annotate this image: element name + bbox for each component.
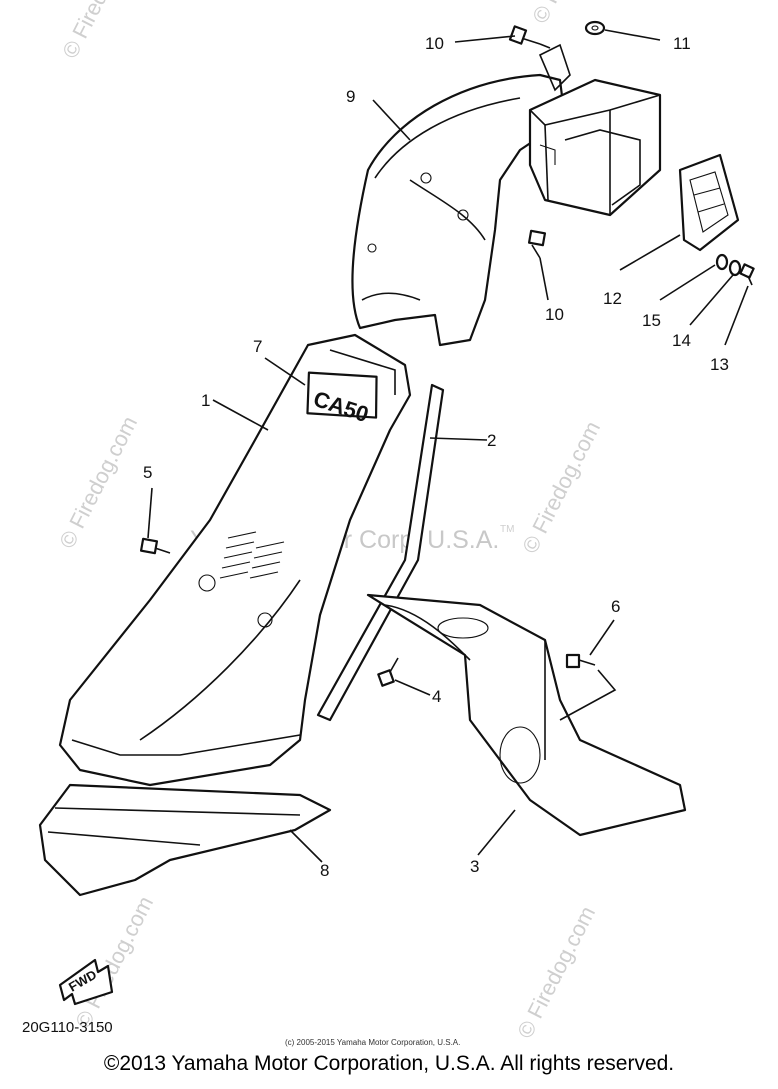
watermark-bottom-right: © Firedog.com [512, 902, 600, 1042]
part-2-molding [316, 383, 445, 722]
hardware-washer-14 [728, 259, 742, 277]
callout-5: 5 [143, 463, 152, 482]
callout-8: 8 [320, 861, 329, 880]
diagram-part-code: 20G110-3150 [22, 1019, 113, 1036]
watermark-mid-right: © Firedog.com [517, 417, 605, 557]
callout-13: 13 [710, 355, 729, 374]
hardware-bolt-4 [377, 657, 399, 687]
part-9-inner-fender [351, 73, 567, 347]
hardware-bolt-6 [565, 653, 596, 669]
callout-4: 4 [432, 687, 441, 706]
watermark-tm: TM [500, 524, 514, 535]
callout-10-mid: 10 [545, 305, 564, 324]
hardware-bolt-13 [739, 263, 755, 286]
hardware-bolt-5 [139, 537, 171, 555]
callout-11: 11 [673, 34, 691, 53]
callout-14: 14 [672, 331, 691, 350]
fwd-arrow-icon: FWD [58, 958, 114, 1006]
callout-6: 6 [611, 597, 620, 616]
callout-9: 9 [346, 87, 355, 106]
callout-10-top: 10 [425, 34, 444, 53]
hardware-nut-11 [584, 20, 606, 36]
part-1-leg-shield [58, 333, 412, 787]
hardware-bolt-10-mid [527, 229, 547, 259]
watermark-bottom-left: © Firedog.com [70, 892, 158, 1032]
hardware-bolt-10-top [508, 25, 551, 49]
callout-2: 2 [487, 431, 496, 450]
part-12-plate [678, 153, 740, 252]
footer-copyright: ©2013 Yamaha Motor Corporation, U.S.A. A… [103, 1052, 675, 1075]
callout-12: 12 [603, 289, 622, 308]
callout-15: 15 [642, 311, 661, 330]
part-8-lower-trim [38, 783, 332, 897]
hardware-washer-15 [715, 253, 729, 271]
watermark-mid-left: © Firedog.com [54, 412, 142, 552]
part-3-inner-panel [366, 593, 687, 837]
leader-lines [147, 29, 749, 863]
part-9-battery-box [528, 43, 662, 217]
small-copyright: (c) 2005-2015 Yamaha Motor Corporation, … [285, 1038, 460, 1047]
callout-7: 7 [253, 337, 262, 356]
watermark-top-left: © Firedog.com [57, 0, 145, 62]
callout-labels: 1 2 3 4 5 6 7 8 9 10 10 11 12 13 14 15 [143, 34, 729, 880]
callout-1: 1 [201, 391, 210, 410]
callout-3: 3 [470, 857, 479, 876]
